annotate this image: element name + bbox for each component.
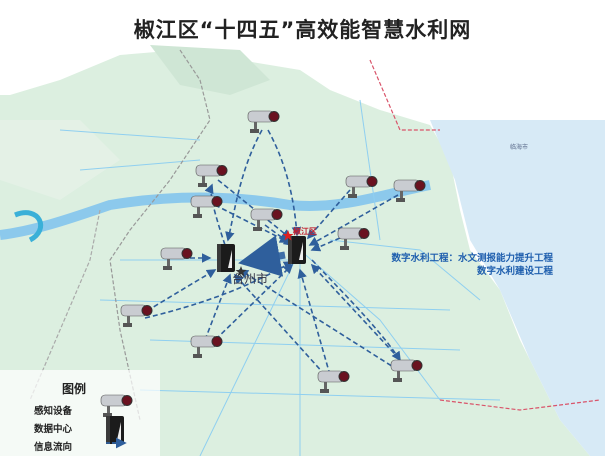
legend-panel [0,370,160,456]
main-flow-arrow [238,235,286,277]
legend-datacenter-label: 数据中心 [34,424,73,435]
project-labels: 数字水利工程：水文测报能力提升工程 数字水利建设工程 [391,252,553,278]
project-line-1: 数字水利工程：水文测报能力提升工程 [391,253,553,264]
city-label: 台州市 [232,272,269,286]
river-bend [14,210,44,243]
district-label: 椒江区 [293,227,317,236]
sea-area [430,120,605,456]
district-star-icon [282,230,294,241]
legend-title: 图例 [62,382,87,396]
page-title: 椒江区“十四五”高效能智慧水利网 [133,18,472,42]
legend-datacenter-icon [106,416,124,444]
data-center-server-icon [217,244,235,272]
legend-sensor-label: 感知设备 [34,406,73,417]
legend-flow-label: 信息流向 [34,442,73,453]
data-center-server-icon [288,236,306,264]
boundaries [29,49,601,421]
linhai-label: 临海市 [510,144,529,151]
project-line-2: 数字水利建设工程 [476,266,553,277]
city-star-icon [235,266,247,277]
